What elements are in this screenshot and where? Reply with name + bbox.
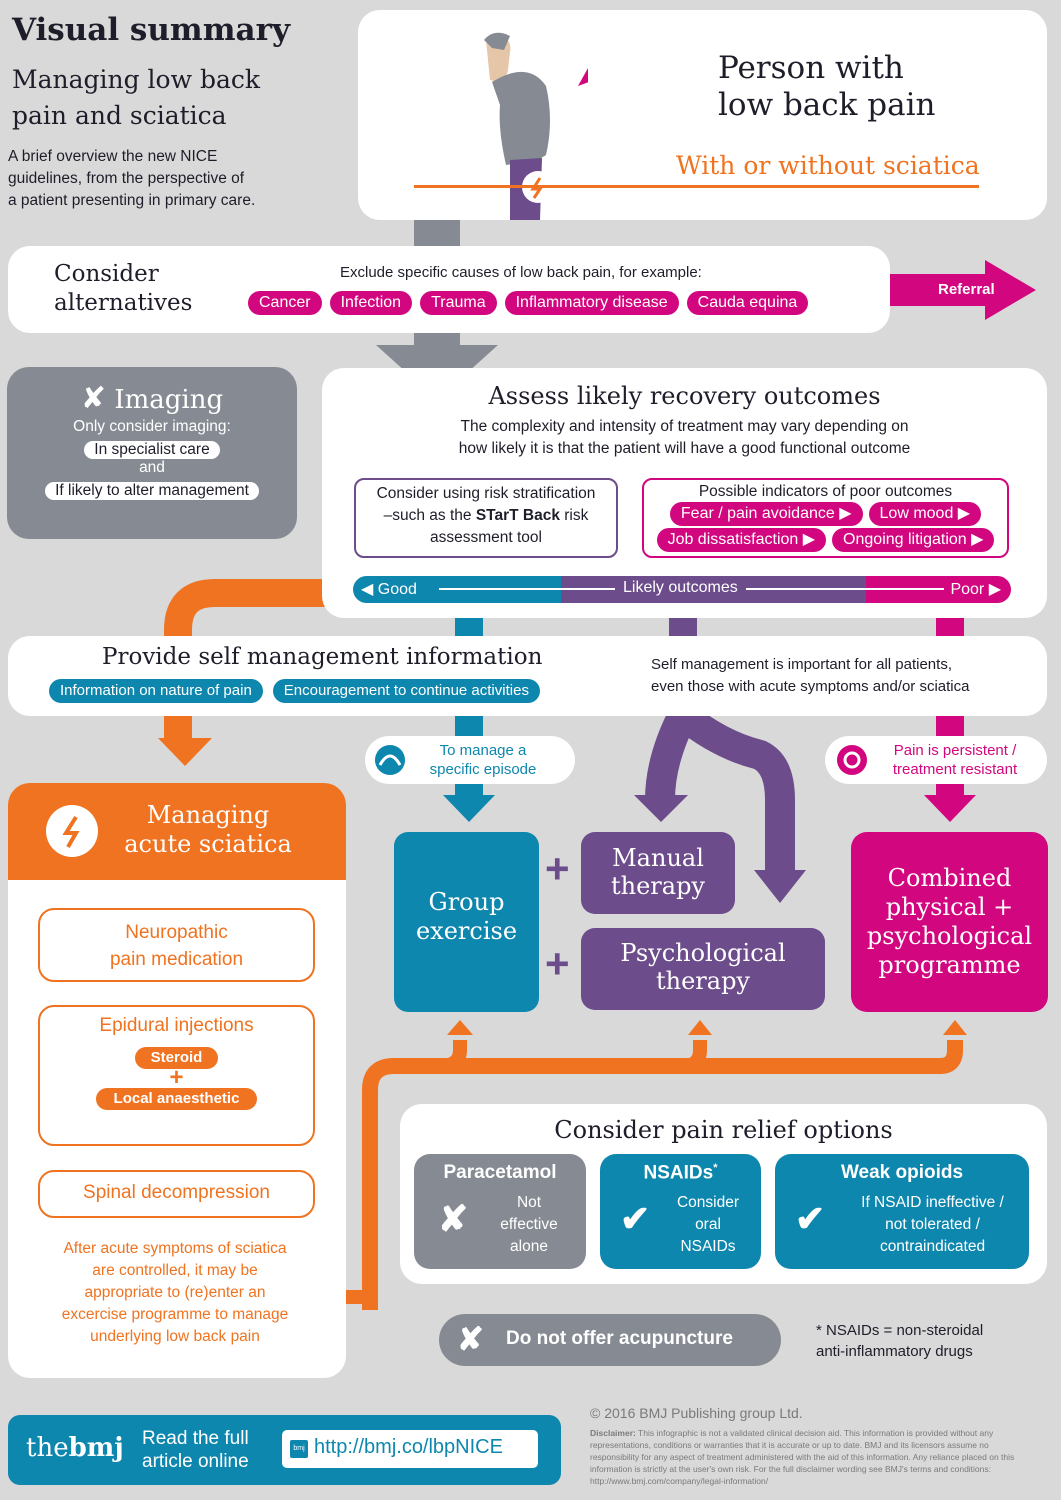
arrow-down-sciatica — [158, 738, 212, 766]
cause-pill: Infection — [329, 291, 413, 315]
self-management-card: Provide self management information Info… — [8, 636, 1047, 716]
patient-title: Person with low back pain — [718, 50, 936, 123]
sciatica-note: After acute symptoms of sciatica are con… — [61, 1240, 289, 1345]
imaging-joiner: and — [139, 459, 165, 476]
pain-relief-option: Paracetamol ✘ Not effective alone — [414, 1154, 586, 1269]
bmj-logo: thebmj — [26, 1433, 124, 1463]
page-title: Managing low back pain and sciatica — [12, 65, 261, 130]
indicator-pill: Job dissatisfaction ▶ — [656, 528, 827, 552]
footer-banner: thebmj Read the full article online bmj … — [8, 1415, 561, 1485]
header-label: Visual summary — [12, 12, 290, 48]
arrow-down-combined — [924, 795, 976, 822]
connector-orange-return — [362, 1040, 963, 1310]
persistent-label: Pain is persistent / treatment resistant — [825, 736, 1047, 784]
scale-good-label: ◀ Good — [361, 579, 423, 599]
plus-icon: + — [169, 1064, 184, 1091]
start-back-tool: STarT Back — [475, 507, 560, 524]
pain-relief-option: Weak opioids ✔ If NSAID ineffective / no… — [775, 1154, 1029, 1269]
intro-text: A brief overview the new NICE guidelines… — [8, 148, 256, 209]
alternatives-card: Consider alternatives Exclude specific c… — [8, 246, 890, 333]
copyright: © 2016 BMJ Publishing group Ltd. — [590, 1405, 803, 1421]
combined-programme-box: Combined physical + psychological progra… — [851, 832, 1048, 1012]
indicator-pill: Low mood ▶ — [868, 502, 982, 526]
causes-list: Cancer Infection Trauma Inflammatory dis… — [248, 291, 809, 315]
plus-icon: + — [545, 845, 570, 892]
disclaimer: Disclaimer: This infographic is not a va… — [590, 1428, 1015, 1486]
poor-outcome-indicators-box: Possible indicators of poor outcomes Fea… — [642, 478, 1009, 558]
spinal-decompression-box: Spinal decompression — [38, 1170, 315, 1218]
footer-legal: © 2016 BMJ Publishing group Ltd. Disclai… — [590, 1405, 1030, 1487]
connector-orange-left — [164, 579, 330, 640]
assess-description: The complexity and intensity of treatmen… — [458, 418, 911, 457]
imaging-card: ✘ Imaging Only consider imaging: In spec… — [7, 367, 297, 539]
self-management-item: Encouragement to continue activities — [272, 679, 540, 703]
pain-relief-card: Consider pain relief options Paracetamol… — [400, 1104, 1047, 1284]
assess-card: Assess likely recovery outcomes The comp… — [322, 368, 1047, 618]
cross-icon: ✘ — [438, 1198, 469, 1239]
cross-icon: ✘ — [80, 381, 107, 416]
acute-sciatica-header: Managing acute sciatica — [8, 783, 346, 880]
alternatives-title: Consider alternatives — [54, 261, 193, 316]
psychological-therapy-box: Psychological therapy — [581, 928, 825, 1010]
group-exercise-box: Group exercise — [394, 832, 539, 1012]
epidural-injections-box: Epidural injections Steroid + Local anae… — [38, 1005, 315, 1146]
neuropathic-medication-box: Neuropathic pain medication — [38, 908, 315, 982]
arrow-down-assess — [376, 332, 498, 400]
patient-figure-icon — [484, 32, 588, 220]
pain-relief-option: NSAIDs* ✔ Consider oral NSAIDs — [600, 1154, 761, 1269]
cross-icon: ✘ — [457, 1321, 484, 1357]
wave-icon — [375, 745, 405, 775]
episode-label: To manage a specific episode — [365, 736, 575, 784]
nsaids-footnote: * NSAIDs = non-steroidal anti-inflammato… — [816, 1322, 984, 1360]
article-link[interactable]: bmj http://bmj.co/lbpNICE — [282, 1430, 538, 1468]
arrow-down-manual — [634, 795, 688, 822]
check-icon: ✔ — [620, 1198, 651, 1239]
outcome-scale: ◀ Good Likely outcomes Poor ▶ — [353, 576, 1011, 603]
risk-stratification-box: Consider using risk stratification –such… — [354, 478, 618, 558]
indicator-pill: Ongoing litigation ▶ — [832, 528, 995, 552]
header: Visual summary Managing low back pain an… — [8, 12, 290, 212]
cause-pill: Cancer — [248, 291, 322, 315]
check-icon: ✔ — [795, 1198, 826, 1239]
scale-mid-label: Likely outcomes — [615, 579, 746, 597]
self-management-note: Self management is important for all pat… — [651, 656, 970, 695]
alternatives-instruction: Exclude specific causes of low back pain… — [340, 264, 702, 281]
pain-relief-title: Consider pain relief options — [554, 1116, 893, 1144]
arrow-down-group-exercise — [443, 795, 495, 822]
cause-pill: Trauma — [420, 291, 497, 315]
patient-card: Person with low back pain With or withou… — [358, 10, 1047, 220]
arrow-down-psych — [754, 870, 806, 903]
self-management-item: Information on nature of pain — [49, 679, 263, 703]
plus-icon: + — [545, 940, 570, 987]
lightning-icon — [46, 805, 98, 857]
read-article-text: Read the full article online — [142, 1428, 249, 1472]
steroid-pill: Steroid — [134, 1047, 219, 1069]
anaesthetic-pill: Local anaesthetic — [95, 1088, 258, 1110]
bmj-badge-icon: bmj — [290, 1440, 308, 1458]
imaging-condition: In specialist care — [84, 441, 220, 459]
scale-poor-label: Poor ▶ — [944, 579, 1001, 599]
assess-title: Assess likely recovery outcomes — [488, 382, 881, 410]
cycle-icon — [837, 745, 867, 775]
self-management-title: Provide self management information — [102, 644, 543, 670]
connector-grey-top — [414, 218, 460, 248]
imaging-subtitle: Only consider imaging: — [73, 418, 231, 435]
referral-label: Referral — [938, 281, 995, 298]
cause-pill: Cauda equina — [686, 291, 809, 315]
sciatica-line — [414, 185, 979, 188]
imaging-condition: If likely to alter management — [45, 482, 259, 500]
imaging-title: ✘ Imaging — [80, 381, 224, 416]
patient-subtitle: With or without sciatica — [676, 151, 980, 180]
referral-arrow — [890, 260, 1036, 320]
acupuncture-badge: ✘ Do not offer acupuncture — [439, 1314, 781, 1366]
manual-therapy-box: Manual therapy — [581, 832, 735, 914]
indicator-pill: Fear / pain avoidance ▶ — [669, 502, 863, 526]
cause-pill: Inflammatory disease — [504, 291, 679, 315]
